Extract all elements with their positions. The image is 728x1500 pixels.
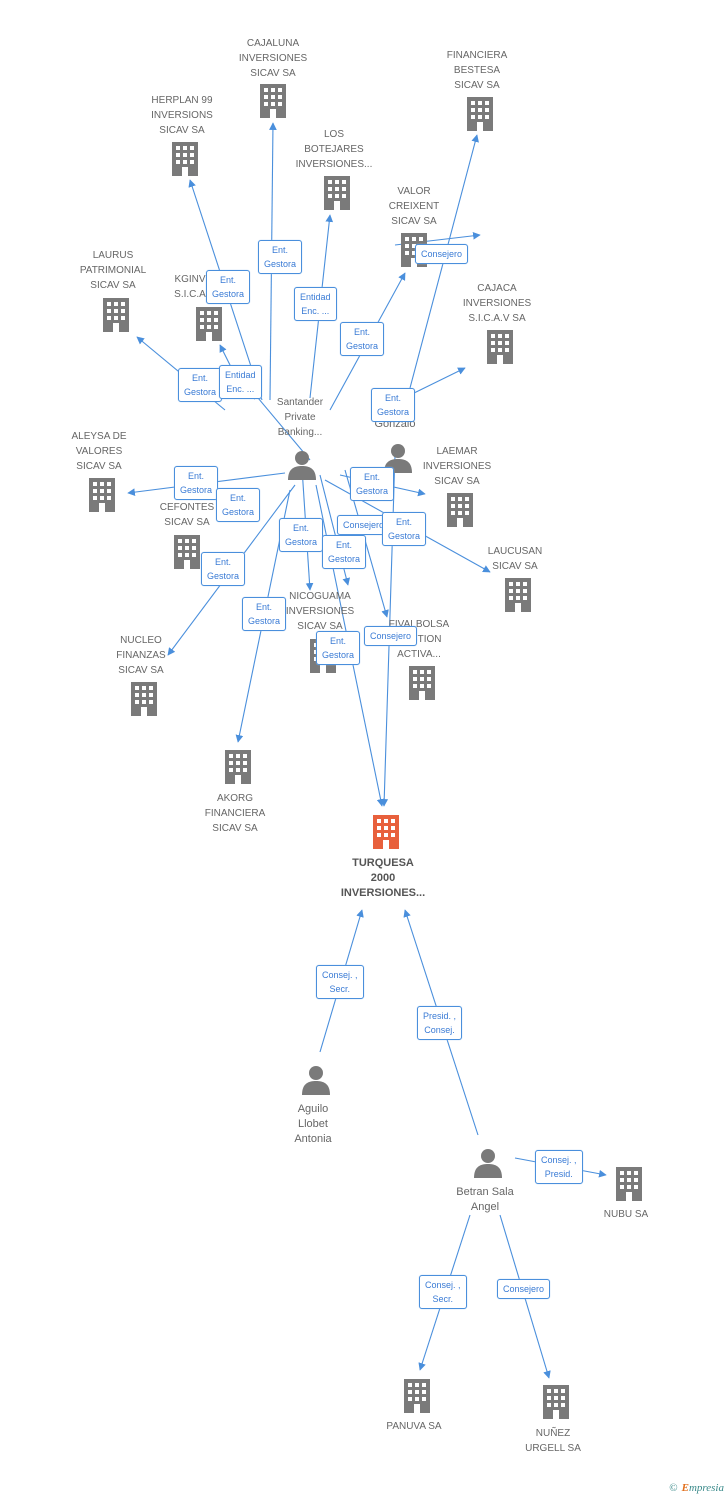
edge-8 xyxy=(252,391,311,461)
edge-label-10[interactable]: Ent. Gestora xyxy=(216,488,261,522)
person-icon-aguilo[interactable] xyxy=(302,1066,330,1095)
node-label-cefontes[interactable]: CEFONTES SICAV SA xyxy=(159,502,215,528)
node-label-kginv[interactable]: KGINV S.I.C.A xyxy=(174,274,206,300)
node-label-nubu[interactable]: NUBU SA xyxy=(603,1209,649,1220)
footer-brand[interactable]: ©Empresia xyxy=(669,1482,724,1494)
edge-label-20[interactable]: Presid. , Consej. xyxy=(417,1006,463,1040)
node-label-laucusan[interactable]: LAUCUSAN SICAV SA xyxy=(487,546,543,572)
edge-label-2[interactable]: Entidad Enc. ... xyxy=(294,287,337,321)
edge-label-1[interactable]: Ent. Gestora xyxy=(206,270,251,304)
node-label-turquesa[interactable]: TURQUESA 2000 INVERSIONES... xyxy=(340,857,426,899)
edge-label-21[interactable]: Consej. , Presid. xyxy=(535,1150,583,1184)
edge-label-9[interactable]: Ent. Gestora xyxy=(350,467,395,501)
node-label-laemar[interactable]: LAEMAR INVERSIONES SICAV SA xyxy=(422,446,492,487)
edge-label-19[interactable]: Consej. , Secr. xyxy=(316,965,364,999)
node-label-akorg[interactable]: AKORG FINANCIERA SICAV SA xyxy=(204,793,266,834)
edge-label-8[interactable]: Ent. Gestora xyxy=(174,466,219,500)
edge-label-13[interactable]: Ent. Gestora xyxy=(279,518,324,552)
node-label-laurus[interactable]: LAURUS PATRIMONIAL SICAV SA xyxy=(79,250,147,291)
edge-label-16[interactable]: Ent. Gestora xyxy=(242,597,287,631)
node-label-nunez[interactable]: NUÑEZ URGELL SA xyxy=(525,1428,581,1454)
edge-label-18[interactable]: Ent. Gestora xyxy=(316,631,361,665)
building-icon-nunez[interactable] xyxy=(543,1385,569,1419)
node-label-nicoguama[interactable]: NICOGUAMA INVERSIONES SICAV SA xyxy=(285,591,355,632)
edge-label-22[interactable]: Consej. , Secr. xyxy=(419,1275,467,1309)
edge-label-3[interactable]: Consejero xyxy=(415,244,469,264)
building-icon-cajaluna[interactable] xyxy=(260,84,286,118)
edge-label-6[interactable]: Entidad Enc. ... xyxy=(219,365,262,399)
building-icon-kginv[interactable] xyxy=(196,307,222,341)
node-label-betran[interactable]: Betran Sala Angel xyxy=(456,1186,514,1213)
node-label-fivalbolsa[interactable]: FIVALBOLSA GESTION ACTIVA... xyxy=(388,619,450,660)
brand-initial: E xyxy=(681,1482,689,1494)
building-icon-nucleo[interactable] xyxy=(131,682,157,716)
edge-label-5[interactable]: Ent. Gestora xyxy=(178,368,223,402)
node-label-cajaluna[interactable]: CAJALUNA INVERSIONES SICAV SA xyxy=(238,38,308,79)
building-icon-herplan[interactable] xyxy=(172,142,198,176)
person-icon-hub[interactable] xyxy=(288,451,316,480)
edge-label-12[interactable]: Ent. Gestora xyxy=(382,512,427,546)
node-label-botejares[interactable]: LOS BOTEJARES INVERSIONES... xyxy=(295,129,373,170)
node-label-herplan[interactable]: HERPLAN 99 INVERSIONS SICAV SA xyxy=(151,95,213,136)
building-icon-laucusan[interactable] xyxy=(505,578,531,612)
building-icon-laemar[interactable] xyxy=(447,493,473,527)
building-icon-panuva[interactable] xyxy=(404,1379,430,1413)
node-label-aguilo[interactable]: Aguilo Llobet Antonia xyxy=(294,1103,332,1145)
building-icon-nubu[interactable] xyxy=(616,1167,642,1201)
building-icon-cajaca[interactable] xyxy=(487,330,513,364)
building-icon-cefontes[interactable] xyxy=(174,535,200,569)
edge-label-15[interactable]: Ent. Gestora xyxy=(201,552,246,586)
person-icon-betran[interactable] xyxy=(474,1149,502,1178)
edge-label-17[interactable]: Consejero xyxy=(364,626,418,646)
edge-label-7[interactable]: Ent. Gestora xyxy=(371,388,416,422)
building-icon-botejares[interactable] xyxy=(324,176,350,210)
edge-label-4[interactable]: Ent. Gestora xyxy=(340,322,385,356)
node-label-financiera_bestesa[interactable]: FINANCIERA BESTESA SICAV SA xyxy=(446,50,508,91)
edge-label-23[interactable]: Consejero xyxy=(497,1279,551,1299)
node-label-cajaca[interactable]: CAJACA INVERSIONES S.I.C.A.V SA xyxy=(462,283,532,324)
brand-name: mpresia xyxy=(688,1482,724,1494)
node-label-santander[interactable]: Santander Private Banking... xyxy=(276,397,324,438)
building-icon-financiera_bestesa[interactable] xyxy=(467,97,493,131)
building-icon-fivalbolsa[interactable] xyxy=(409,666,435,700)
building-icon-aleysa[interactable] xyxy=(89,478,115,512)
node-label-panuva[interactable]: PANUVA SA xyxy=(386,1421,442,1432)
edge-9 xyxy=(409,367,466,396)
edge-label-0[interactable]: Ent. Gestora xyxy=(258,240,303,274)
copyright-icon: © xyxy=(669,1482,678,1494)
node-label-nucleo[interactable]: NUCLEO FINANZAS SICAV SA xyxy=(116,635,166,676)
node-label-aleysa[interactable]: ALEYSA DE VALORES SICAV SA xyxy=(71,431,127,472)
node-label-valor_creixent[interactable]: VALOR CREIXENT SICAV SA xyxy=(388,186,440,227)
building-icon-turquesa[interactable] xyxy=(373,815,399,849)
edge-label-14[interactable]: Ent. Gestora xyxy=(322,535,367,569)
building-icon-laurus[interactable] xyxy=(103,298,129,332)
building-icon-akorg[interactable] xyxy=(225,750,251,784)
